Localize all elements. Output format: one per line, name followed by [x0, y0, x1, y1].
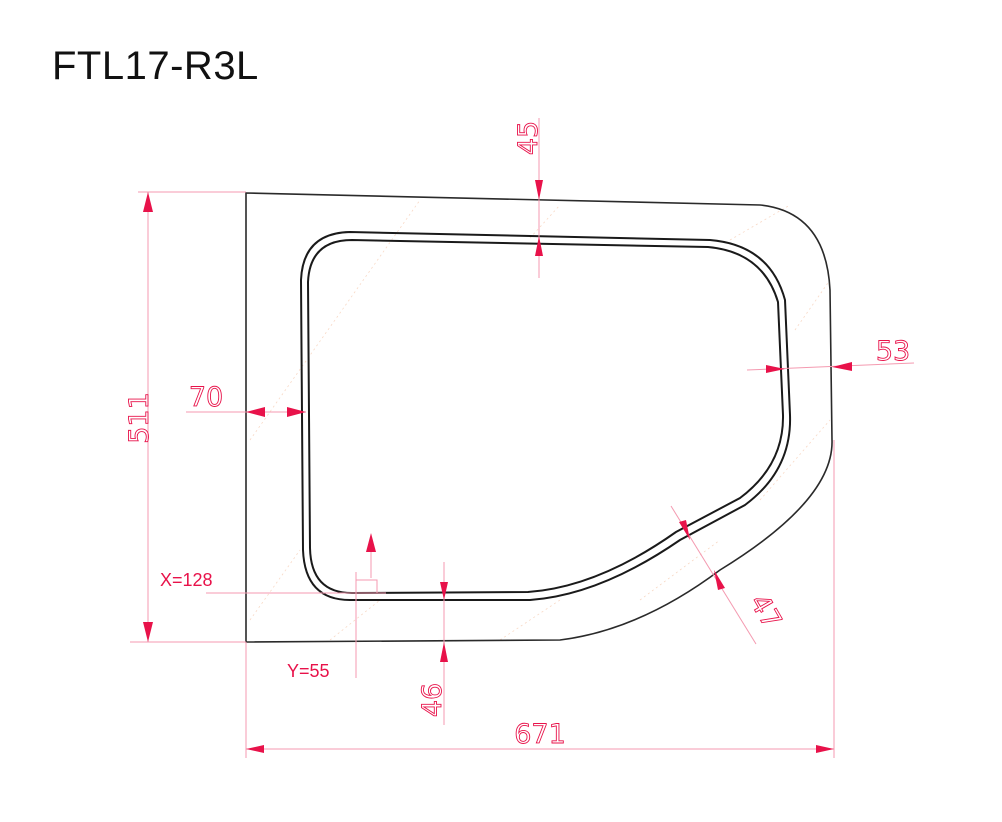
diagonal-rim-value: 47 — [743, 589, 787, 634]
drawing-title: FTL17-R3L — [52, 44, 259, 88]
dimension-overall-height: 511 — [124, 191, 246, 643]
bottom-rim-value: 46 — [417, 683, 448, 717]
dimension-bottom-rim: 46 — [417, 562, 448, 725]
overall-width-value: 671 — [514, 719, 566, 750]
dimension-diagonal-rim: 47 — [670, 505, 788, 645]
rim-hatching — [249, 199, 831, 641]
right-rim-value: 53 — [876, 336, 910, 367]
dimension-overall-width: 671 — [245, 440, 835, 758]
drain-x-label: X=128 — [160, 570, 213, 590]
top-rim-value: 45 — [513, 121, 544, 155]
drain-y-label: Y=55 — [287, 661, 330, 681]
basin-inner-edge — [306, 238, 785, 595]
drain-position-marker — [206, 533, 386, 678]
basin-outer-edge — [299, 230, 792, 601]
dimension-top-rim: 45 — [513, 118, 544, 278]
overall-height-value: 511 — [124, 392, 155, 444]
tray-outer-outline — [245, 192, 833, 643]
dimension-right-rim: 53 — [746, 336, 915, 373]
dimension-left-rim: 70 — [186, 382, 306, 417]
left-rim-value: 70 — [189, 382, 223, 413]
